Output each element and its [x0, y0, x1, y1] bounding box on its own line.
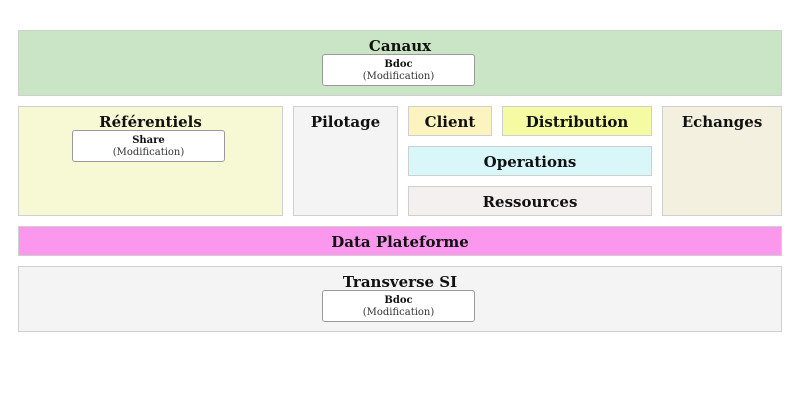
app-name: Bdoc — [384, 295, 413, 306]
zone-client-title: Client — [424, 113, 476, 131]
zone-transverse-si-title: Transverse SI — [342, 273, 458, 291]
app-box-bdoc-transverse: Bdoc (Modification) — [322, 290, 475, 322]
zone-distribution: Distribution — [502, 106, 652, 136]
app-status: (Modification) — [362, 307, 435, 318]
app-name: Bdoc — [384, 59, 413, 70]
zone-referentiels-title: Référentiels — [99, 113, 202, 131]
zone-echanges-title: Echanges — [681, 113, 763, 131]
zone-operations: Operations — [408, 146, 652, 176]
zone-pilotage-title: Pilotage — [310, 113, 381, 131]
zone-canaux-title: Canaux — [368, 37, 432, 55]
app-box-bdoc-canaux: Bdoc (Modification) — [322, 54, 475, 86]
zone-transverse-si: Transverse SI Bdoc (Modification) — [18, 266, 782, 332]
app-box-share: Share (Modification) — [72, 130, 225, 162]
zone-referentiels: Référentiels Share (Modification) — [18, 106, 283, 216]
zone-data-plateforme: Data Plateforme — [18, 226, 782, 256]
app-status: (Modification) — [112, 147, 185, 158]
zone-client: Client — [408, 106, 492, 136]
zone-operations-title: Operations — [483, 153, 577, 171]
app-name: Share — [132, 135, 165, 146]
zone-echanges: Echanges — [662, 106, 782, 216]
zone-canaux: Canaux Bdoc (Modification) — [18, 30, 782, 96]
zone-data-plateforme-title: Data Plateforme — [331, 233, 469, 251]
zone-ressources: Ressources — [408, 186, 652, 216]
app-status: (Modification) — [362, 71, 435, 82]
zone-distribution-title: Distribution — [525, 113, 629, 131]
zone-ressources-title: Ressources — [482, 193, 578, 211]
zone-pilotage: Pilotage — [293, 106, 398, 216]
